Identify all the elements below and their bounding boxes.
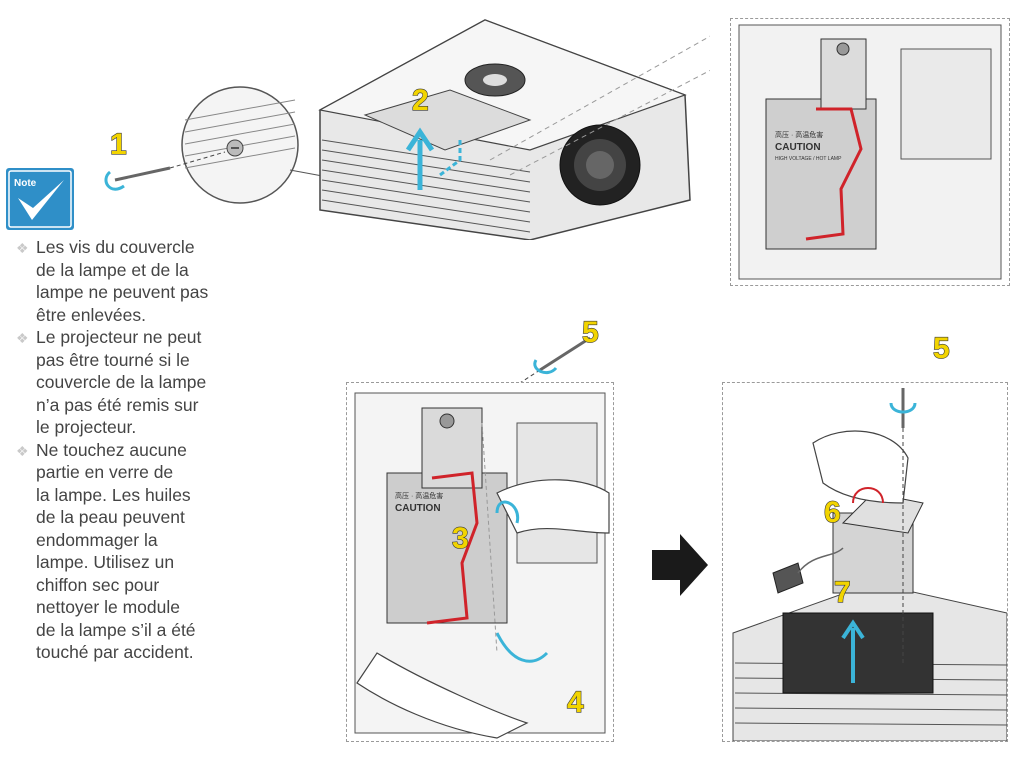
rotate-arrow-icon bbox=[104, 170, 125, 191]
hand-illustration bbox=[812, 430, 909, 504]
lamp-extraction-illustration bbox=[732, 388, 1008, 742]
diamond-bullet-icon: ❖ bbox=[16, 442, 29, 459]
next-arrow-icon bbox=[652, 534, 708, 596]
diamond-bullet-icon: ❖ bbox=[16, 330, 29, 346]
checkmark-icon bbox=[18, 180, 64, 220]
rotate-arrow-icon bbox=[533, 359, 558, 374]
svg-text:高压 · 高温危害: 高压 · 高温危害 bbox=[775, 130, 823, 139]
note-list: ❖ Les vis du couvercle de la lampe et de… bbox=[8, 236, 280, 664]
rotate-arrow-icon bbox=[889, 402, 917, 414]
svg-text:CAUTION: CAUTION bbox=[395, 503, 441, 514]
step-number-2: 2 bbox=[411, 83, 429, 117]
screwdriver-icon bbox=[114, 151, 226, 182]
note-item: ❖ Les vis du couvercle de la lampe et de… bbox=[16, 237, 209, 325]
step-number-4: 4 bbox=[566, 685, 584, 719]
step-number-3: 3 bbox=[451, 521, 469, 555]
step-number-5: 5 bbox=[581, 315, 599, 349]
svg-text:高压 · 高温危害: 高压 · 高温危害 bbox=[395, 491, 443, 500]
step-number-6: 6 bbox=[823, 495, 841, 529]
hand-illustration bbox=[496, 479, 610, 534]
lamp-removal-panel: 高压 · 高温危害 CAUTION bbox=[346, 382, 614, 742]
projector-body bbox=[318, 19, 691, 240]
step-number-1: 1 bbox=[109, 127, 127, 161]
lift-arrow-icon bbox=[841, 619, 865, 683]
svg-text:HIGH VOLTAGE / HOT LAMP: HIGH VOLTAGE / HOT LAMP bbox=[775, 156, 842, 162]
lamp-detail-illustration: 高压 · 高温危害 CAUTION HIGH VOLTAGE / HOT LAM… bbox=[738, 24, 1002, 280]
note-item: ❖ Ne touchez aucune partie en verre de l… bbox=[16, 439, 196, 663]
note-item: ❖ Le projecteur ne peut pas être tourné … bbox=[16, 327, 207, 437]
step-number-5b: 5 bbox=[932, 331, 950, 365]
lamp-removal-illustration: 高压 · 高温危害 CAUTION bbox=[354, 392, 610, 739]
screw-magnifier bbox=[181, 86, 299, 204]
lamp-detail-panel: 高压 · 高温危害 CAUTION HIGH VOLTAGE / HOT LAM… bbox=[730, 18, 1010, 286]
step-number-7: 7 bbox=[833, 575, 851, 609]
lamp-extraction-panel bbox=[722, 382, 1008, 742]
diamond-bullet-icon: ❖ bbox=[16, 240, 29, 256]
projector-overview-illustration bbox=[104, 19, 710, 240]
note-badge-label: Note bbox=[14, 178, 37, 189]
svg-text:CAUTION: CAUTION bbox=[775, 142, 821, 153]
note-badge: Note bbox=[6, 168, 74, 230]
lift-arrow-icon bbox=[405, 127, 435, 190]
